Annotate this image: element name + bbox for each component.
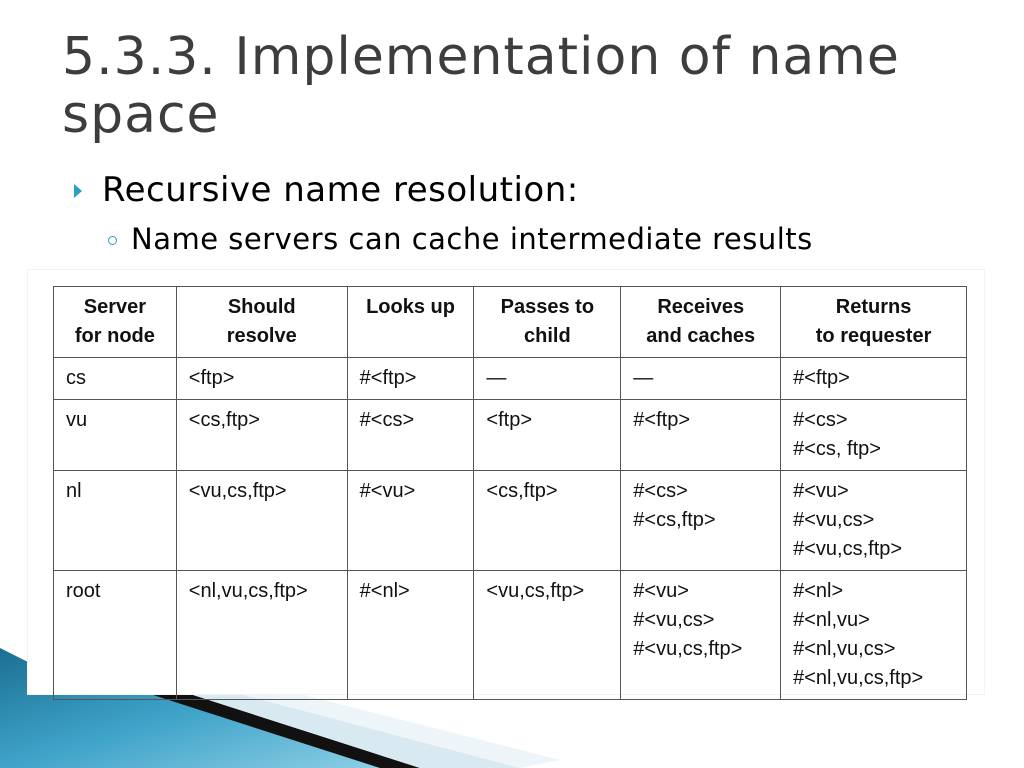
- cell-returns: #<nl> #<nl,vu> #<nl,vu,cs> #<nl,vu,cs,ft…: [780, 570, 967, 700]
- resolution-table: Server for node Should resolve Looks up …: [53, 286, 967, 700]
- slide-title: 5.3.3. Implementation of name space: [62, 27, 900, 145]
- header-returns-to-requester: Returns to requester: [780, 286, 967, 358]
- cell-returns: #<vu> #<vu,cs> #<vu,cs,ftp>: [780, 470, 967, 571]
- cell-passes-to-child: <vu,cs,ftp>: [473, 570, 622, 700]
- table-row: cs <ftp> #<ftp> — — #<ftp>: [53, 357, 967, 400]
- cell-receives-and-caches: #<cs> #<cs,ftp>: [620, 470, 782, 571]
- cell-looks-up: #<cs>: [346, 399, 475, 471]
- table-row: nl <vu,cs,ftp> #<vu> <cs,ftp> #<cs> #<cs…: [53, 470, 967, 571]
- cell-looks-up: #<nl>: [346, 570, 475, 700]
- bullet-text: Recursive name resolution:: [102, 170, 579, 210]
- cell-passes-to-child: <cs,ftp>: [473, 470, 622, 571]
- cell-should-resolve: <ftp>: [175, 357, 348, 400]
- circle-bullet-icon: [108, 236, 117, 245]
- cell-server: cs: [53, 357, 177, 400]
- cell-looks-up: #<vu>: [346, 470, 475, 571]
- table-row: vu <cs,ftp> #<cs> <ftp> #<ftp> #<cs> #<c…: [53, 399, 967, 471]
- cell-server: root: [53, 570, 177, 700]
- bullet-recursive-resolution: Recursive name resolution:: [74, 170, 579, 210]
- header-should-resolve: Should resolve: [175, 286, 348, 358]
- cell-returns: #<ftp>: [780, 357, 967, 400]
- cell-should-resolve: <nl,vu,cs,ftp>: [175, 570, 348, 700]
- cell-receives-and-caches: —: [620, 357, 782, 400]
- table-row: root <nl,vu,cs,ftp> #<nl> <vu,cs,ftp> #<…: [53, 570, 967, 700]
- sub-bullet-text: Name servers can cache intermediate resu…: [131, 222, 813, 256]
- cell-should-resolve: <cs,ftp>: [175, 399, 348, 471]
- sub-bullet-cache: Name servers can cache intermediate resu…: [108, 222, 813, 256]
- cell-returns: #<cs> #<cs, ftp>: [780, 399, 967, 471]
- table-header-row: Server for node Should resolve Looks up …: [53, 286, 967, 358]
- header-passes-to-child: Passes to child: [473, 286, 622, 358]
- triangle-bullet-icon: [74, 184, 82, 198]
- header-server-for-node: Server for node: [53, 286, 177, 358]
- cell-receives-and-caches: #<vu> #<vu,cs> #<vu,cs,ftp>: [620, 570, 782, 700]
- cell-passes-to-child: <ftp>: [473, 399, 622, 471]
- cell-receives-and-caches: #<ftp>: [620, 399, 782, 471]
- cell-looks-up: #<ftp>: [346, 357, 475, 400]
- cell-server: vu: [53, 399, 177, 471]
- header-receives-and-caches: Receives and caches: [620, 286, 782, 358]
- cell-should-resolve: <vu,cs,ftp>: [175, 470, 348, 571]
- cell-server: nl: [53, 470, 177, 571]
- header-looks-up: Looks up: [346, 286, 475, 358]
- cell-passes-to-child: —: [473, 357, 622, 400]
